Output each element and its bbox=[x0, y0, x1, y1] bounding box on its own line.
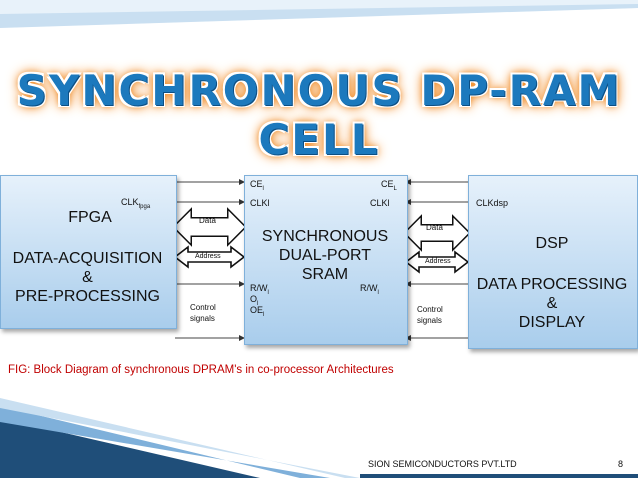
fpga-title: FPGA bbox=[68, 209, 112, 226]
right-control-label-2: signals bbox=[417, 316, 442, 325]
dsp-line2: & bbox=[546, 295, 558, 312]
right-control-label-1: Control bbox=[417, 305, 443, 314]
right-address-label: Address bbox=[425, 258, 451, 265]
sram-line1: SYNCHRONOUS bbox=[261, 228, 389, 245]
dsp-line3: DISPLAY bbox=[518, 314, 586, 331]
sram-block bbox=[244, 175, 408, 345]
dsp-title: DSP bbox=[535, 235, 569, 252]
top-decorative-band bbox=[0, 0, 638, 28]
fpga-line3: PRE-PROCESSING bbox=[15, 288, 160, 305]
sram-clk-right: CLKl bbox=[370, 198, 390, 208]
sram-oe-left: OEl bbox=[250, 305, 265, 318]
sram-ce-right: CEL bbox=[381, 179, 397, 192]
slide-title: SYNCHRONOUS DP-RAM CELL bbox=[16, 66, 622, 164]
sram-rw-left: R/Wl bbox=[250, 283, 269, 296]
fpga-clock-label: CLKfpga bbox=[121, 197, 151, 210]
fpga-line2: & bbox=[82, 269, 93, 286]
bottom-decorative-band bbox=[0, 398, 638, 478]
sram-o-left: Ol bbox=[250, 294, 259, 307]
left-control-label-1: Control bbox=[190, 303, 216, 312]
sram-rw-right: R/Wl bbox=[360, 283, 379, 296]
sram-line3: SRAM bbox=[301, 266, 349, 283]
footer-company: SION SEMICONDUCTORS PVT.LTD bbox=[368, 459, 517, 469]
dsp-line1: DATA PROCESSING bbox=[476, 276, 628, 293]
right-data-label: Data bbox=[426, 223, 443, 232]
sram-clk-left: CLKl bbox=[250, 198, 270, 208]
right-data-bus-arrow bbox=[403, 214, 471, 252]
fpga-line1: DATA-ACQUISITION bbox=[12, 250, 163, 267]
dsp-clock-label: CLKdsp bbox=[476, 198, 509, 208]
left-control-label-2: signals bbox=[190, 314, 215, 323]
dsp-block bbox=[468, 175, 638, 349]
figure-caption: FIG: Block Diagram of synchronous DPRAM'… bbox=[8, 364, 394, 376]
page-number: 8 bbox=[618, 459, 624, 469]
sram-line2: DUAL-PORT bbox=[278, 247, 372, 264]
left-data-bus-arrow bbox=[172, 207, 247, 247]
left-data-label: Data bbox=[199, 216, 216, 225]
fpga-block bbox=[0, 175, 177, 329]
left-address-label: Address bbox=[195, 253, 221, 260]
sram-ce-left: CEl bbox=[250, 179, 264, 192]
